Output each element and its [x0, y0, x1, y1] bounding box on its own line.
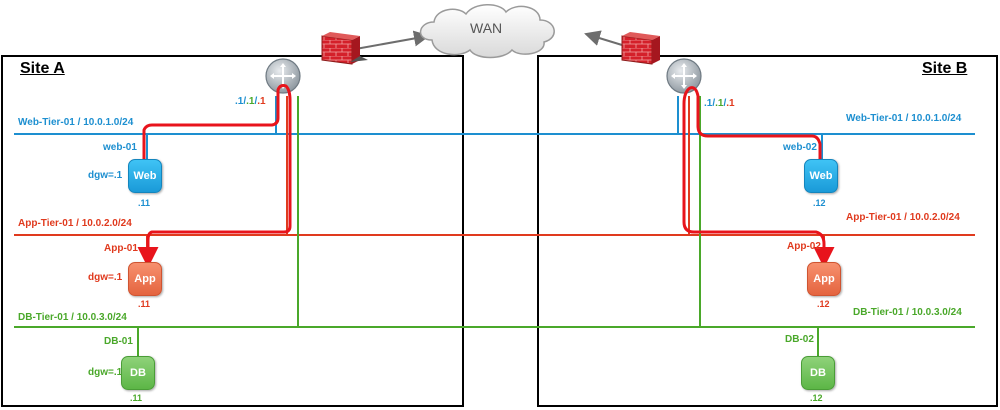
site-a-web-vm-name: web-01: [103, 142, 137, 153]
site-a-web-segment-label: Web-Tier-01 / 10.0.1.0/24: [18, 117, 134, 128]
firewall-icon: [621, 32, 660, 65]
wan-label: WAN: [470, 20, 503, 36]
site-b-db-vm-name: DB-02: [785, 334, 814, 345]
site-a-box: [1, 55, 464, 407]
site-b-app-vm-ip: .12: [817, 299, 830, 309]
site-a-db-vm-ip: .11: [130, 393, 143, 403]
site-b-db-vm-ip: .12: [810, 393, 823, 403]
site-a-db-segment-label: DB-Tier-01 / 10.0.3.0/24: [18, 312, 127, 323]
cloud-icon: [419, 4, 555, 59]
traffic-path-site-a: [137, 84, 292, 268]
traffic-path-site-b: [682, 86, 835, 268]
site-a-db-vm-gateway: dgw=.1: [88, 367, 123, 378]
site-b-web-segment-label: Web-Tier-01 / 10.0.1.0/24: [846, 113, 962, 124]
site-a-router-ip: .1/.1/.1: [235, 96, 266, 107]
site-a-web-vm-icon[interactable]: Web: [128, 159, 162, 193]
site-a-app-segment-label: App-Tier-01 / 10.0.2.0/24: [18, 218, 132, 229]
site-b-router-ip: .1/.1/.1: [704, 98, 735, 109]
site-b-db-vm-icon[interactable]: DB: [801, 356, 835, 390]
site-a-app-vm-ip: .11: [138, 299, 151, 309]
router-icon: [666, 58, 702, 94]
site-b-web-vm-icon[interactable]: Web: [804, 159, 838, 193]
site-a-app-vm-gateway: dgw=.1: [88, 272, 123, 283]
site-a-app-vm-name: App-01: [104, 243, 138, 254]
site-b-app-vm-name: App-02: [787, 241, 821, 252]
site-a-db-vm-name: DB-01: [104, 336, 133, 347]
firewall-icon: [321, 32, 368, 65]
site-a-title: Site A: [20, 60, 65, 77]
site-a-db-vm-icon[interactable]: DB: [121, 356, 155, 390]
site-b-title: Site B: [922, 60, 968, 77]
site-b-app-segment-label: App-Tier-01 / 10.0.2.0/24: [846, 212, 960, 223]
site-b-box: [537, 55, 998, 407]
site-b-web-vm-ip: .12: [813, 198, 826, 208]
site-a-app-vm-icon[interactable]: App: [128, 262, 162, 296]
site-a-web-vm-gateway: dgw=.1: [88, 170, 123, 181]
site-a-web-vm-ip: .11: [138, 198, 151, 208]
site-b-web-vm-name: web-02: [783, 142, 817, 153]
site-b-db-segment-label: DB-Tier-01 / 10.0.3.0/24: [853, 307, 962, 318]
router-icon: [265, 58, 301, 94]
site-b-app-vm-icon[interactable]: App: [807, 262, 841, 296]
